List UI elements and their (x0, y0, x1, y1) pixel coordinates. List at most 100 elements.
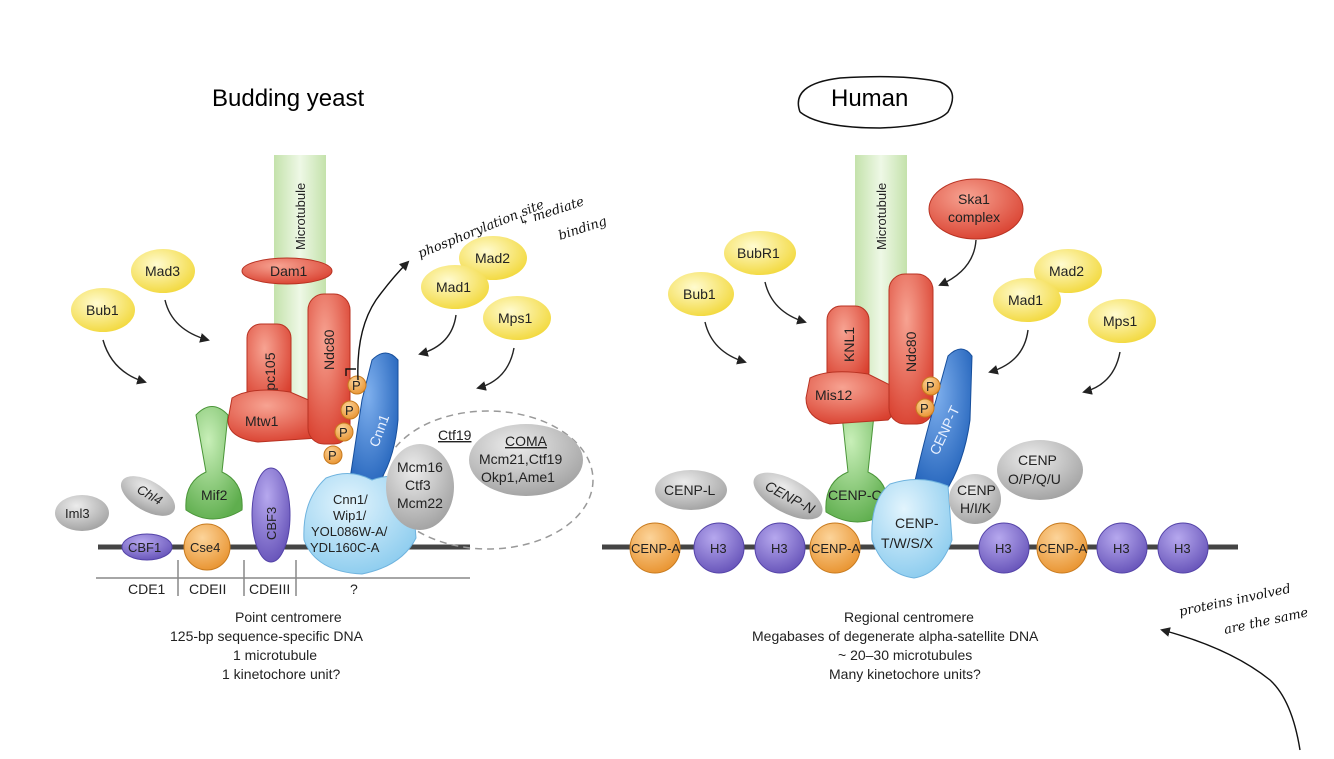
cde1-label: CDE1 (128, 581, 166, 597)
yeast-mps1 (483, 296, 551, 340)
ska1-arrow (938, 239, 977, 287)
svg-text:H3: H3 (1174, 541, 1191, 556)
unknown-label: ? (350, 581, 358, 597)
cenp-opqu (997, 440, 1083, 500)
mtw1-label: Mtw1 (245, 413, 279, 429)
human-caption-2: Megabases of degenerate alpha-satellite … (752, 628, 1039, 644)
bubr1-label: BubR1 (737, 245, 780, 261)
cenp-n (753, 472, 823, 520)
ctf19-group (382, 410, 594, 550)
mad3-label: Mad3 (145, 263, 180, 279)
cenp-c-label: CENP-C (828, 487, 882, 503)
svg-text:H3: H3 (1113, 541, 1130, 556)
proteins-note-2: are the same (1223, 605, 1310, 638)
cbf3-label: CBF3 (264, 507, 279, 540)
yeast-title: Budding yeast (212, 85, 364, 112)
h3-nucleosome (754, 522, 806, 574)
cenp-opqu-line2: O/P/Q/U (1008, 471, 1061, 487)
human-mad1 (993, 278, 1061, 322)
yeast-mad2 (459, 236, 527, 280)
yeast-mad1 (421, 265, 489, 309)
svg-text:H3: H3 (995, 541, 1012, 556)
mcm16-line2: Ctf3 (405, 477, 431, 493)
dam1-label: Dam1 (270, 263, 308, 279)
mif2 (185, 406, 243, 520)
bubr1 (724, 231, 796, 275)
cbf3 (251, 467, 291, 563)
mad1-arrow (418, 314, 457, 357)
human-phospho-sites: P P (915, 376, 941, 418)
yeast-mad1-label: Mad1 (436, 279, 471, 295)
svg-text:P: P (352, 378, 361, 393)
mad3 (131, 249, 195, 293)
coma-line1: Mcm21,Ctf19 (479, 451, 562, 467)
cenp-hik (949, 474, 1001, 524)
svg-text:H3: H3 (771, 541, 788, 556)
dam1 (241, 257, 333, 285)
cenp-t (911, 348, 973, 495)
knl1-label: KNL1 (841, 327, 857, 362)
cenp-a-nucleosome (1036, 522, 1088, 574)
human-mad2 (1034, 249, 1102, 293)
bubr1-arrow (764, 281, 807, 325)
cenp-a-nucleosome (809, 522, 861, 574)
cenp-l-label: CENP-L (664, 482, 716, 498)
cnn1 (347, 352, 399, 493)
iml3-label: Iml3 (65, 506, 90, 521)
chl4 (120, 476, 176, 516)
yeast-caption-2: 125-bp sequence-specific DNA (170, 628, 364, 644)
bub1-arrow (102, 339, 147, 385)
human-mad1-label: Mad1 (1008, 292, 1043, 308)
cse4-label: Cse4 (190, 540, 220, 555)
cenp-twsx-line2: T/W/S/X (881, 535, 934, 551)
human-nucleosomes: CENP-A H3 H3 CENP-A H3 CENP-A H3 H3 (629, 522, 1209, 574)
mediate-note-2: binding (557, 214, 609, 244)
svg-text:P: P (328, 448, 337, 463)
human-title-circle (797, 75, 954, 129)
mcm16-line1: Mcm16 (397, 459, 443, 475)
human-caption-3: ~ 20–30 microtubules (838, 647, 972, 663)
cse4 (183, 523, 231, 571)
spc105-label: Spc105 (262, 352, 278, 400)
human-caption-4: Many kinetochore units? (829, 666, 981, 682)
ska1-complex (928, 178, 1024, 240)
cbf1 (121, 533, 173, 561)
mcm16-ctf3-mcm22 (386, 444, 454, 530)
svg-text:P: P (926, 379, 935, 394)
cnn1-complex-line4: YDL160C-A (310, 540, 380, 555)
mps1-arrow (476, 347, 515, 391)
cnn1-complex-line3: YOL086W-A/ (311, 524, 388, 539)
cenp-hik-line2: H/I/K (960, 500, 992, 516)
coma (469, 424, 583, 496)
cbf1-label: CBF1 (128, 540, 161, 555)
h3-nucleosome (1096, 522, 1148, 574)
yeast-phospho-sites: P P P P (323, 375, 367, 465)
cde3-label: CDEIII (249, 581, 290, 597)
h3-nucleosome (978, 522, 1030, 574)
human-caption-1: Regional centromere (844, 609, 974, 625)
h3-nucleosome (693, 522, 745, 574)
yeast-mps1-label: Mps1 (498, 310, 532, 326)
human-mps1 (1088, 299, 1156, 343)
yeast-bub1-label: Bub1 (86, 302, 119, 318)
yeast-ndc80-label: Ndc80 (321, 329, 337, 370)
mcm16-line3: Mcm22 (397, 495, 443, 511)
human-ndc80-label: Ndc80 (903, 331, 919, 372)
yeast-bub1 (71, 288, 135, 332)
cenp-twsx (871, 479, 953, 579)
human-microtubule-label: Microtubule (874, 183, 889, 250)
cenp-hik-line1: CENP (957, 482, 996, 498)
cnn1-complex-line1: Cnn1/ (333, 492, 368, 507)
svg-text:P: P (339, 425, 348, 440)
human-bub1 (668, 272, 734, 316)
cde2-label: CDEII (189, 581, 226, 597)
mad3-arrow (164, 299, 210, 343)
svg-text:H3: H3 (710, 541, 727, 556)
human-title: Human (831, 85, 908, 112)
phospho-note-arrow (357, 260, 410, 381)
cenp-a-nucleosome (629, 522, 681, 574)
coma-title: COMA (505, 433, 548, 449)
iml3 (55, 495, 109, 531)
